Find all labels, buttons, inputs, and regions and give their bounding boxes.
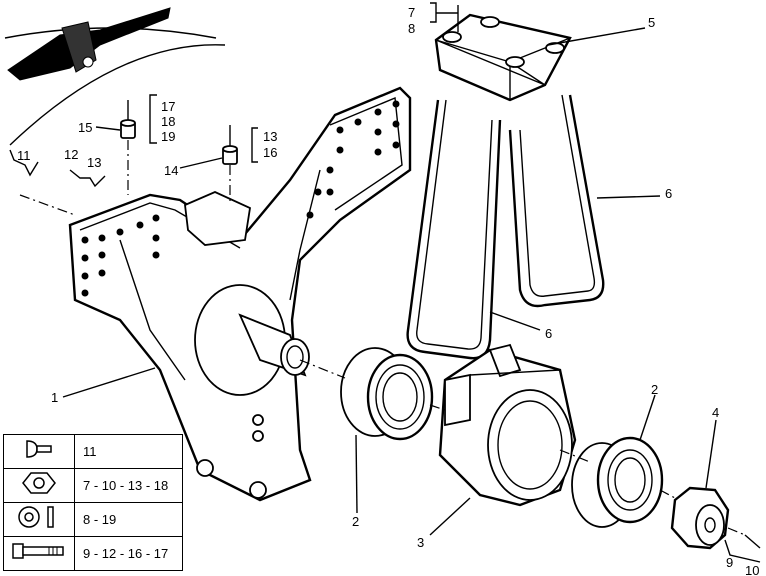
clamp-block [434, 13, 572, 102]
spacer-14 [222, 145, 238, 165]
bearing-left [340, 347, 434, 441]
callout-16: 16 [263, 145, 277, 160]
bearing-right [571, 436, 664, 528]
callout-1: 1 [51, 390, 58, 405]
end-cap [670, 486, 730, 550]
callout-12: 12 [64, 147, 78, 162]
callout-4: 4 [712, 405, 719, 420]
bolt-icon [3, 536, 75, 571]
callout-13-right: 13 [263, 129, 277, 144]
callout-3: 3 [417, 535, 424, 550]
legend-row: 9 - 12 - 16 - 17 [3, 536, 183, 571]
legend-codes: 8 - 19 [74, 502, 183, 537]
callout-5: 5 [648, 15, 655, 30]
legend-row: 8 - 19 [3, 502, 183, 537]
legend-codes: 7 - 10 - 13 - 18 [74, 468, 183, 503]
bearing-housing [438, 343, 577, 507]
callout-17: 17 [161, 99, 175, 114]
callout-9: 9 [726, 555, 733, 570]
callout-8: 8 [408, 21, 415, 36]
callout-7: 7 [408, 5, 415, 20]
callout-15: 15 [78, 120, 92, 135]
callout-13-left: 13 [87, 155, 101, 170]
hex-nut-icon [3, 468, 75, 503]
callout-14: 14 [164, 163, 178, 178]
callout-19: 19 [161, 129, 175, 144]
bolt-head-icon [3, 434, 75, 469]
callout-18: 18 [161, 114, 175, 129]
u-bolt-rear [508, 94, 605, 308]
callout-6-lower: 6 [545, 326, 552, 341]
washer-icon [3, 502, 75, 537]
leader-lines [9, 2, 761, 563]
u-bolt-front [406, 99, 502, 360]
legend-codes: 9 - 12 - 16 - 17 [74, 536, 183, 571]
front-support-bracket [68, 86, 412, 502]
callout-10: 10 [745, 563, 759, 576]
legend-codes: 11 [74, 434, 183, 469]
fastener-legend: 11 7 - 10 - 13 - 18 8 - 19 9 - 12 - 16 -… [3, 434, 183, 571]
assembly-axis [299, 359, 746, 536]
callout-2-right: 2 [651, 382, 658, 397]
legend-row: 11 [3, 434, 183, 469]
callout-6-upper: 6 [665, 186, 672, 201]
callout-11: 11 [17, 148, 31, 163]
spacer-15 [120, 119, 136, 139]
legend-row: 7 - 10 - 13 - 18 [3, 468, 183, 503]
locator-thumbnail [4, 7, 226, 146]
callout-2-left: 2 [352, 514, 359, 529]
